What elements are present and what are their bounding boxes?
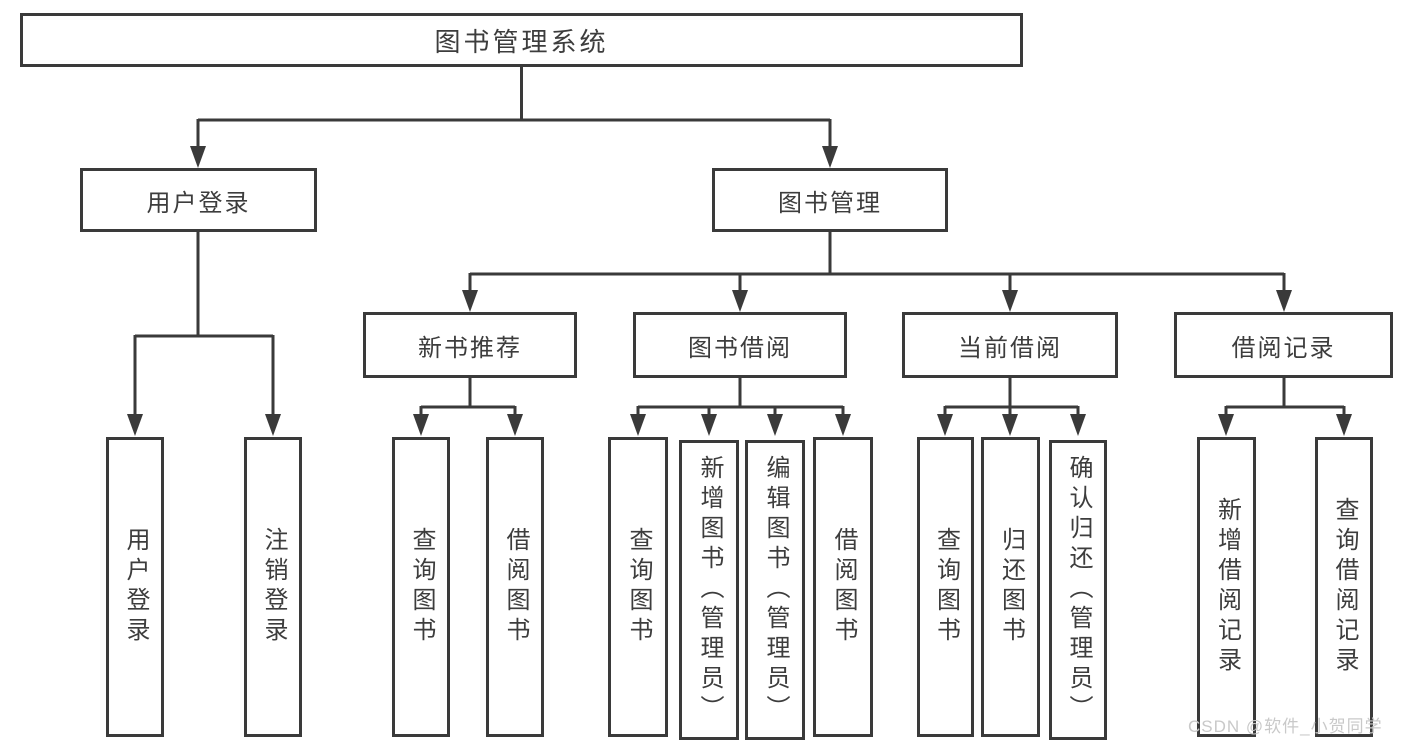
node-label: 图书管理系统 xyxy=(434,26,609,57)
node-label: 图书借阅 xyxy=(688,334,792,362)
node-label: 借阅记录 xyxy=(1231,334,1336,362)
node-label: 图书管理 xyxy=(778,189,882,217)
node-label: 用户登录 xyxy=(122,527,149,647)
leaf-edit-books-admin: 编辑图书（管理员） xyxy=(745,440,805,740)
node-label: 查询图书 xyxy=(408,527,435,647)
leaf-query-borrow-record: 查询借阅记录 xyxy=(1315,437,1373,737)
node-label: 查询图书 xyxy=(932,527,960,647)
leaf-query-books-current: 查询图书 xyxy=(917,437,974,737)
node-root-library-system: 图书管理系统 xyxy=(20,13,1023,67)
leaf-borrow-books-recommend: 借阅图书 xyxy=(486,437,544,737)
node-label: 查询借阅记录 xyxy=(1331,497,1358,677)
node-book-borrowing: 图书借阅 xyxy=(633,312,847,378)
node-borrowing-records: 借阅记录 xyxy=(1174,312,1393,378)
leaf-logout: 注销登录 xyxy=(244,437,302,737)
leaf-borrow-books: 借阅图书 xyxy=(813,437,873,737)
node-label: 用户登录 xyxy=(146,189,251,217)
leaf-confirm-return-admin: 确认归还（管理员） xyxy=(1049,440,1107,740)
node-label: 归还图书 xyxy=(997,527,1025,647)
leaf-user-login: 用户登录 xyxy=(106,437,164,737)
node-new-book-recommendation: 新书推荐 xyxy=(363,312,577,378)
node-label: 注销登录 xyxy=(260,527,287,647)
node-user-login: 用户登录 xyxy=(80,168,317,232)
node-current-borrowing: 当前借阅 xyxy=(902,312,1118,378)
node-label: 编辑图书（管理员） xyxy=(762,455,789,725)
node-label: 新增图书（管理员） xyxy=(696,455,723,725)
leaf-add-books-admin: 新增图书（管理员） xyxy=(679,440,739,740)
leaf-add-borrow-record: 新增借阅记录 xyxy=(1197,437,1256,737)
node-label: 确认归还（管理员） xyxy=(1065,455,1092,725)
leaf-query-books-borrowing: 查询图书 xyxy=(608,437,668,737)
node-label: 借阅图书 xyxy=(502,527,529,647)
node-label: 新书推荐 xyxy=(418,334,522,362)
node-label: 查询图书 xyxy=(625,527,652,647)
node-label: 借阅图书 xyxy=(830,527,857,647)
node-book-management: 图书管理 xyxy=(712,168,948,232)
leaf-return-books: 归还图书 xyxy=(981,437,1040,737)
node-label: 新增借阅记录 xyxy=(1213,497,1241,677)
leaf-query-books-recommend: 查询图书 xyxy=(392,437,450,737)
csdn-watermark: CSDN @软件_小贺同学 xyxy=(1188,717,1383,736)
node-label: 当前借阅 xyxy=(958,334,1062,362)
